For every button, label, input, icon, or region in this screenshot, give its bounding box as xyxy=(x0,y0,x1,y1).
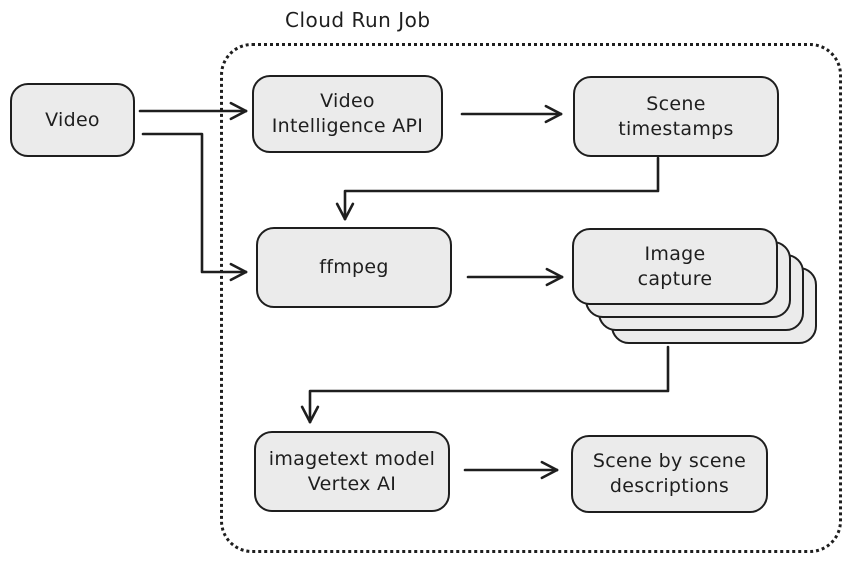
node-ffmpeg-label: ffmpeg xyxy=(319,256,389,279)
node-ffmpeg: ffmpeg xyxy=(256,227,452,308)
node-scene-descriptions-label: Scene by scene descriptions xyxy=(592,450,747,497)
container-title: Cloud Run Job xyxy=(285,8,431,32)
node-scene-timestamps: Scene timestamps xyxy=(573,76,779,157)
node-video: Video xyxy=(10,83,135,157)
node-video-intelligence-api: Video Intelligence API xyxy=(252,75,443,153)
node-imagetext-model-label: imagetext model Vertex AI xyxy=(268,447,436,495)
node-video-label: Video xyxy=(45,108,100,131)
node-scene-descriptions: Scene by scene descriptions xyxy=(571,435,768,513)
node-scene-timestamps-label: Scene timestamps xyxy=(618,92,734,140)
node-image-capture: Image capture xyxy=(572,228,778,305)
cloud-run-job-container xyxy=(220,43,842,553)
node-imagetext-model: imagetext model Vertex AI xyxy=(254,431,450,512)
node-video-intelligence-api-label: Video Intelligence API xyxy=(271,90,424,137)
node-image-capture-label: Image capture xyxy=(637,242,713,290)
